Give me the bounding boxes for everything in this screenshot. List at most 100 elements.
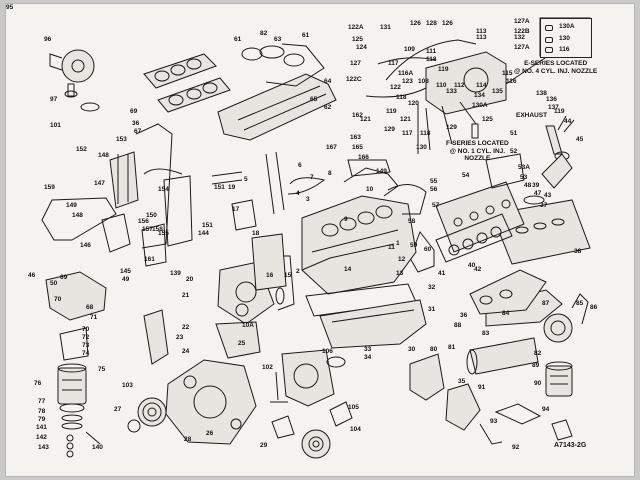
clamp-icon (545, 37, 553, 43)
gear-case-cover (165, 359, 257, 445)
callout-number: 36 (132, 120, 140, 127)
callout-number: 29 (260, 442, 268, 449)
callout-number: 121 (360, 116, 371, 123)
intake-manifold (217, 43, 337, 141)
callout-number: 57 (432, 202, 440, 209)
callout-number: 159 (44, 184, 55, 191)
callout-number: 92 (512, 444, 520, 451)
callout-number: 105 (348, 404, 359, 411)
oil-filter-left (57, 363, 87, 430)
callout-number: 110 (436, 82, 447, 89)
callout-number: 117 (388, 60, 399, 67)
callout-number: 33 (364, 346, 372, 353)
callout-number: 123 (402, 78, 413, 85)
exhaust-note: EXHAUST (516, 112, 548, 119)
f-series-note: F-SERIES LOCATED @ NO. 1 CYL. INJ. NOZZL… (446, 140, 509, 163)
callout-number: 106 (322, 348, 333, 355)
callout-number: 21 (182, 292, 190, 299)
callout-number: 119 (438, 66, 449, 73)
oil-filter-adapter (45, 271, 169, 365)
small-brackets (231, 199, 287, 305)
callout-number: 73 (82, 342, 90, 349)
legend-item: 116 (559, 46, 570, 53)
e-series-note-text: E-SERIES LOCATED @ NO. 4 CYL. INJ. NOZZL… (514, 60, 598, 75)
callout-number: 53 (520, 174, 528, 181)
callout-number: 129 (384, 126, 395, 133)
injection-nozzles (541, 115, 575, 189)
crankshaft-pulley (127, 397, 167, 433)
callout-number: 128 (426, 20, 437, 27)
callout-number: 54 (462, 172, 470, 179)
callout-number: 147 (94, 180, 105, 187)
callout-number: 161 (144, 256, 155, 263)
callout-number: 148 (72, 212, 83, 219)
callout-number: 130A (472, 102, 488, 109)
callout-number: 64 (324, 78, 332, 85)
clamp-icon (545, 47, 553, 53)
callout-number: 139 (170, 270, 181, 277)
callout-number: 2 (296, 268, 300, 275)
callout-number: 43 (544, 192, 552, 199)
callout-number: 146 (80, 242, 91, 249)
callout-number: 121 (400, 116, 411, 123)
callout-number: 22 (182, 324, 190, 331)
callout-number: 80 (430, 346, 438, 353)
callout-number: 124 (356, 44, 367, 51)
callout-number: 86 (590, 304, 598, 311)
callout-number: 165 (352, 144, 363, 151)
callout-number: 125 (482, 116, 493, 123)
callout-number: 130 (416, 144, 427, 151)
callout-number: 156 (138, 218, 149, 225)
callout-number: 145 (120, 268, 131, 275)
callout-number: 167 (326, 144, 337, 151)
callout-number: 27 (114, 406, 122, 413)
callout-number: 68 (86, 304, 94, 311)
callout-number: 41 (438, 270, 446, 277)
vacuum-pump-part (215, 321, 261, 359)
callout-number: 104 (350, 426, 361, 433)
callout-number: 109 (404, 46, 415, 53)
callout-number: 122B (514, 28, 530, 35)
callout-number: 76 (34, 380, 42, 387)
callout-number: 126 (410, 20, 421, 27)
callout-number: 62 (324, 104, 332, 111)
callout-number: 141 (36, 424, 47, 431)
callout-number: 38 (574, 248, 582, 255)
oil-filter-right (545, 361, 573, 397)
callout-number: 45 (576, 136, 584, 143)
callout-number: 51 (510, 130, 518, 137)
legend-item: 130 (559, 35, 570, 42)
callout-number: 94 (542, 406, 550, 413)
callout-number: 112 (454, 82, 465, 89)
callout-number: 83 (482, 330, 490, 337)
callout-number: 24 (182, 348, 190, 355)
clamp-legend-box: 130A 130 116 (540, 18, 592, 58)
callout-number: 89 (532, 362, 540, 369)
callout-number: 25 (238, 340, 246, 347)
callout-number: 93 (490, 418, 498, 425)
callout-number: 69 (60, 274, 68, 281)
callout-number: 113 (476, 28, 487, 35)
callout-number: 135 (492, 88, 503, 95)
callout-number: 69 (130, 108, 138, 115)
clamp-icon (545, 25, 553, 31)
callout-number: 82 (534, 350, 542, 357)
callout-number: 127 (350, 60, 361, 67)
callout-number: 113 (476, 34, 487, 41)
callout-number: 126 (442, 20, 453, 27)
callout-number: 81 (448, 344, 456, 351)
exhaust-manifold-left (143, 53, 231, 113)
callout-number: 142 (36, 434, 47, 441)
callout-number: 72 (82, 334, 90, 341)
callout-number: 6 (298, 162, 302, 169)
callout-number: 20 (186, 276, 194, 283)
callout-number: 23 (176, 334, 184, 341)
callout-number: 9 (344, 216, 348, 223)
callout-number: 90 (534, 380, 542, 387)
callout-number: 119 (386, 108, 397, 115)
injection-pump (365, 39, 567, 115)
callout-number: 122 (390, 84, 401, 91)
callout-number: 118 (420, 130, 431, 137)
callout-number: 143 (38, 444, 49, 451)
callout-number: 79 (38, 416, 46, 423)
